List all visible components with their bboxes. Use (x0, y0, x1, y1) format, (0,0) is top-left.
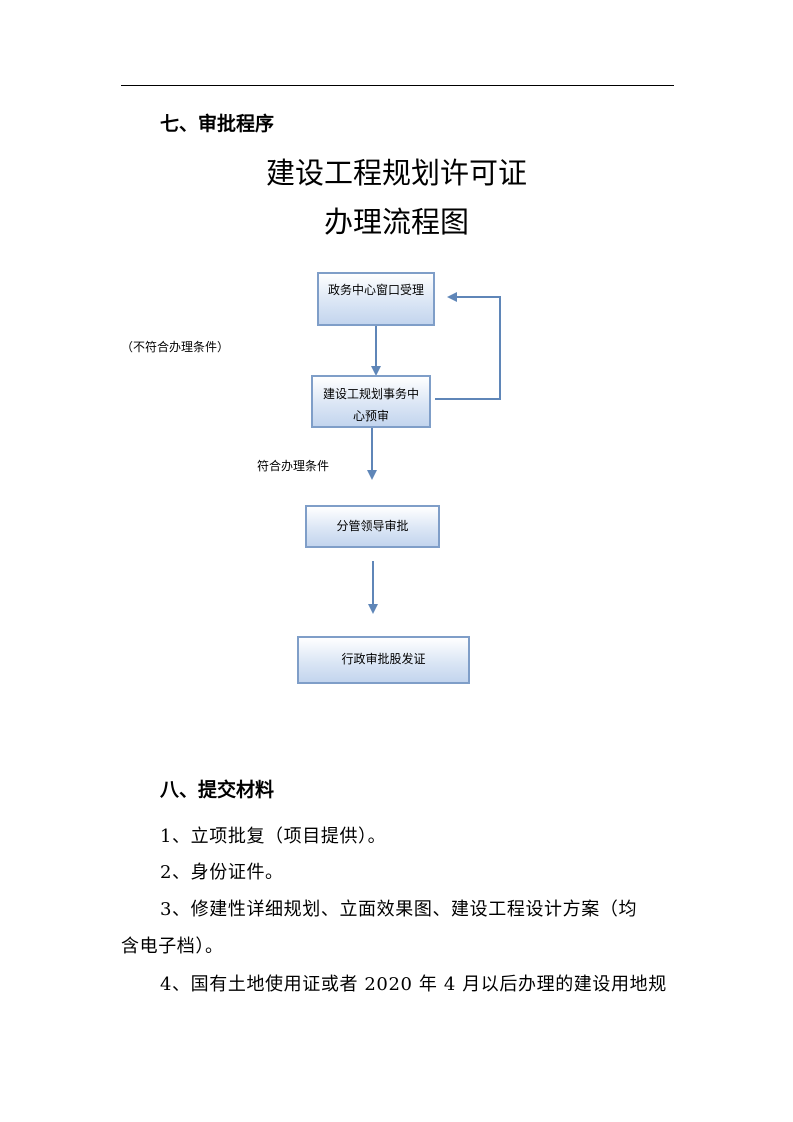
flow-box-window-acceptance-label: 政务中心窗口受理 (327, 283, 424, 297)
note-not-qualified: （不符合办理条件） (121, 340, 230, 354)
flow-box-issue-certificate: 行政审批股发证 (297, 636, 470, 684)
material-item-1: 1、立项批复（项目提供）。 (160, 826, 387, 847)
arrow-return-to-box1 (435, 292, 501, 400)
section-8-heading: 八、提交材料 (160, 779, 275, 801)
header-rule (121, 85, 674, 86)
material-item-3: 3、修建性详细规划、立面效果图、建设工程设计方案（均 (160, 899, 638, 920)
flow-box-leader-approval: 分管领导审批 (305, 505, 440, 548)
flow-box-window-acceptance: 政务中心窗口受理 (317, 272, 435, 326)
material-item-3-continued: 含电子档）。 (121, 936, 224, 957)
flowchart-title-line-2: 办理流程图 (323, 205, 469, 239)
material-item-2: 2、身份证件。 (160, 862, 284, 883)
flowchart-title-line-1: 建设工程规划许可证 (265, 156, 527, 190)
flow-box-issue-certificate-label: 行政审批股发证 (341, 652, 426, 666)
section-7-heading: 七、审批程序 (160, 113, 275, 135)
flow-box-leader-approval-label: 分管领导审批 (336, 519, 409, 533)
flow-box-pre-review: 建设工规划事务中心预审 (311, 375, 431, 428)
flow-box-pre-review-label: 建设工规划事务中心预审 (322, 387, 419, 423)
material-item-4: 4、国有土地使用证或者 2020 年 4 月以后办理的建设用地规 (160, 974, 667, 995)
note-qualified: 符合办理条件 (257, 459, 330, 473)
